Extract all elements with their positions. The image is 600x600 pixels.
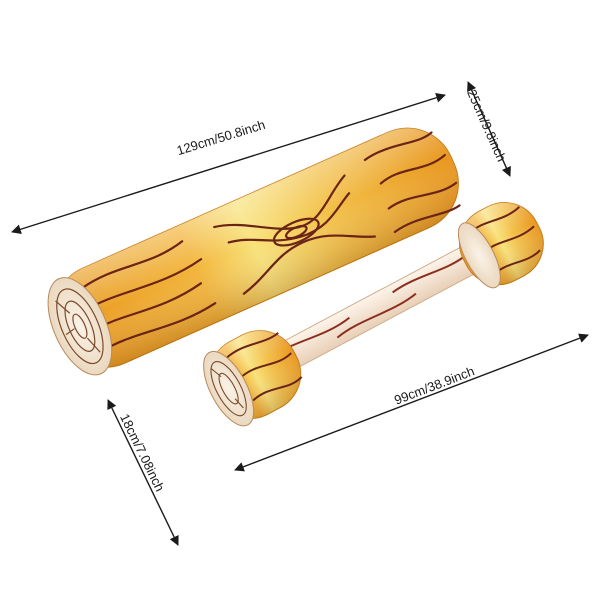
pole-diameter-line	[107, 399, 179, 546]
dimension-lines	[11, 81, 589, 546]
pole-length-line	[234, 333, 589, 472]
pole-right-end	[457, 202, 544, 289]
log-diameter-line	[467, 81, 511, 177]
log-length-line	[11, 92, 446, 235]
log-end-cap	[47, 277, 113, 376]
